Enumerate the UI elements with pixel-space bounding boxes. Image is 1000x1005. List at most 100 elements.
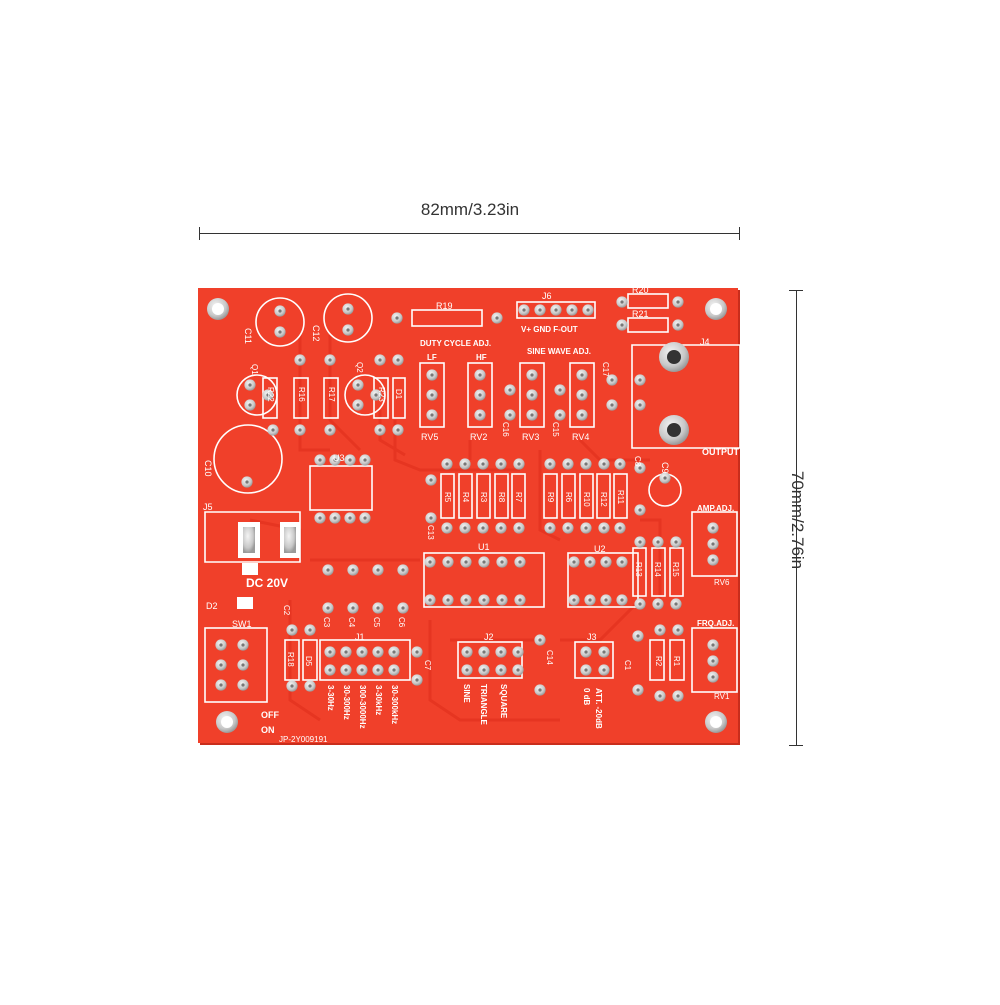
- pad-hole: [604, 598, 608, 602]
- pad-hole: [602, 526, 606, 530]
- pad-hole: [674, 602, 678, 606]
- pad-hole: [711, 558, 715, 562]
- silk-label-r1-range4: 3-30kHz: [374, 685, 383, 715]
- pad-hole: [481, 526, 485, 530]
- width-dimension-tick-left: [199, 227, 200, 240]
- pad-hole: [674, 540, 678, 544]
- pad-hole: [446, 598, 450, 602]
- pad-hole: [570, 308, 574, 312]
- pad-hole: [401, 568, 405, 572]
- pad-hole: [517, 462, 521, 466]
- silk-label-d2: D2: [206, 601, 218, 611]
- silk-label-r19: R19: [436, 301, 453, 311]
- pad-hole: [219, 663, 223, 667]
- pad-hole: [298, 358, 302, 362]
- dc-jack-pads: [237, 522, 300, 609]
- pad-hole: [363, 458, 367, 462]
- silk-label-off: OFF: [261, 710, 279, 720]
- silk-label-duty: DUTY CYCLE ADJ.: [420, 339, 491, 348]
- pad-hole: [499, 650, 503, 654]
- silk-label-rv6: RV6: [714, 578, 730, 587]
- silk-label-hf: HF: [476, 353, 487, 362]
- pad-hole: [711, 526, 715, 530]
- pad-hole: [584, 668, 588, 672]
- silk-label-c2: C2: [282, 605, 291, 616]
- silk-label-r16: R16: [297, 387, 306, 402]
- silk-label-square: SQUARE: [499, 684, 508, 719]
- pad-hole: [318, 458, 322, 462]
- silk-label-c17: C17: [601, 362, 610, 377]
- pad-hole: [463, 462, 467, 466]
- silk-label-r1-range5: 30-300kHz: [390, 685, 399, 724]
- silk-label-r5: R5: [443, 492, 452, 503]
- pad-hole: [572, 598, 576, 602]
- pad-hole: [518, 598, 522, 602]
- pad-hole: [351, 568, 355, 572]
- silk-label-u1: U1: [478, 542, 490, 552]
- silk-label-r1-range2: 30-300Hz: [342, 685, 351, 720]
- pad-hole: [516, 650, 520, 654]
- pad-hole: [482, 598, 486, 602]
- pad-hole: [360, 668, 364, 672]
- pad-hole: [638, 403, 642, 407]
- pad-hole: [445, 462, 449, 466]
- pad-hole: [376, 668, 380, 672]
- silk-label-j3: J3: [587, 632, 597, 642]
- pad-hole: [378, 428, 382, 432]
- silk-label-r17: R17: [327, 387, 336, 402]
- pad-hole: [346, 328, 350, 332]
- pad-hole: [363, 516, 367, 520]
- pad-hole: [602, 462, 606, 466]
- silk-label-c7: C7: [423, 660, 432, 671]
- pad-hole: [351, 606, 355, 610]
- silk-label-frq: FRQ.ADJ.: [697, 619, 734, 628]
- pad-hole: [638, 540, 642, 544]
- pad-hole: [328, 428, 332, 432]
- pad-hole: [248, 403, 252, 407]
- pad-hole: [445, 526, 449, 530]
- pad-hole: [482, 650, 486, 654]
- pad-hole: [508, 388, 512, 392]
- silk-label-c12: C12: [311, 325, 321, 342]
- silk-label-r18: R18: [286, 652, 295, 667]
- pad-hole: [219, 683, 223, 687]
- pad-hole: [586, 308, 590, 312]
- pad-hole: [482, 560, 486, 564]
- silk-label-c1: C1: [623, 660, 632, 671]
- pad-hole: [248, 383, 252, 387]
- pad-hole: [241, 643, 245, 647]
- pad-hole: [554, 308, 558, 312]
- silk-label-j4: J4: [700, 337, 710, 347]
- silk-label-r6: R6: [564, 492, 573, 503]
- pad-hole: [392, 668, 396, 672]
- pad-hole: [326, 606, 330, 610]
- pad-hole: [278, 309, 282, 313]
- pad-hole: [638, 378, 642, 382]
- silk-label-sw1: SW1: [232, 619, 252, 629]
- silk-label-j5: J5: [203, 502, 213, 512]
- pad-hole: [588, 598, 592, 602]
- silk-label-c3: C3: [322, 617, 331, 628]
- pad-hole: [356, 383, 360, 387]
- silk-label-u2: U2: [594, 544, 606, 554]
- pad-hole: [711, 643, 715, 647]
- pad-hole: [530, 373, 534, 377]
- pad-hole: [558, 413, 562, 417]
- pad-hole: [572, 560, 576, 564]
- width-dimension-line: [200, 233, 740, 234]
- silk-label-r2: R2: [654, 656, 663, 667]
- pad-hole: [482, 668, 486, 672]
- pad-hole: [499, 462, 503, 466]
- pad-hole: [656, 540, 660, 544]
- pad-hole: [516, 668, 520, 672]
- pad-hole: [360, 650, 364, 654]
- silk-label-sine-adj: SINE WAVE ADJ.: [527, 347, 591, 356]
- pad-hole: [538, 688, 542, 692]
- pad-hole: [548, 526, 552, 530]
- pad-hole: [676, 694, 680, 698]
- pad-hole: [602, 668, 606, 672]
- pad-hole: [618, 462, 622, 466]
- pad-hole: [636, 634, 640, 638]
- silk-label-j6: J6: [542, 291, 552, 301]
